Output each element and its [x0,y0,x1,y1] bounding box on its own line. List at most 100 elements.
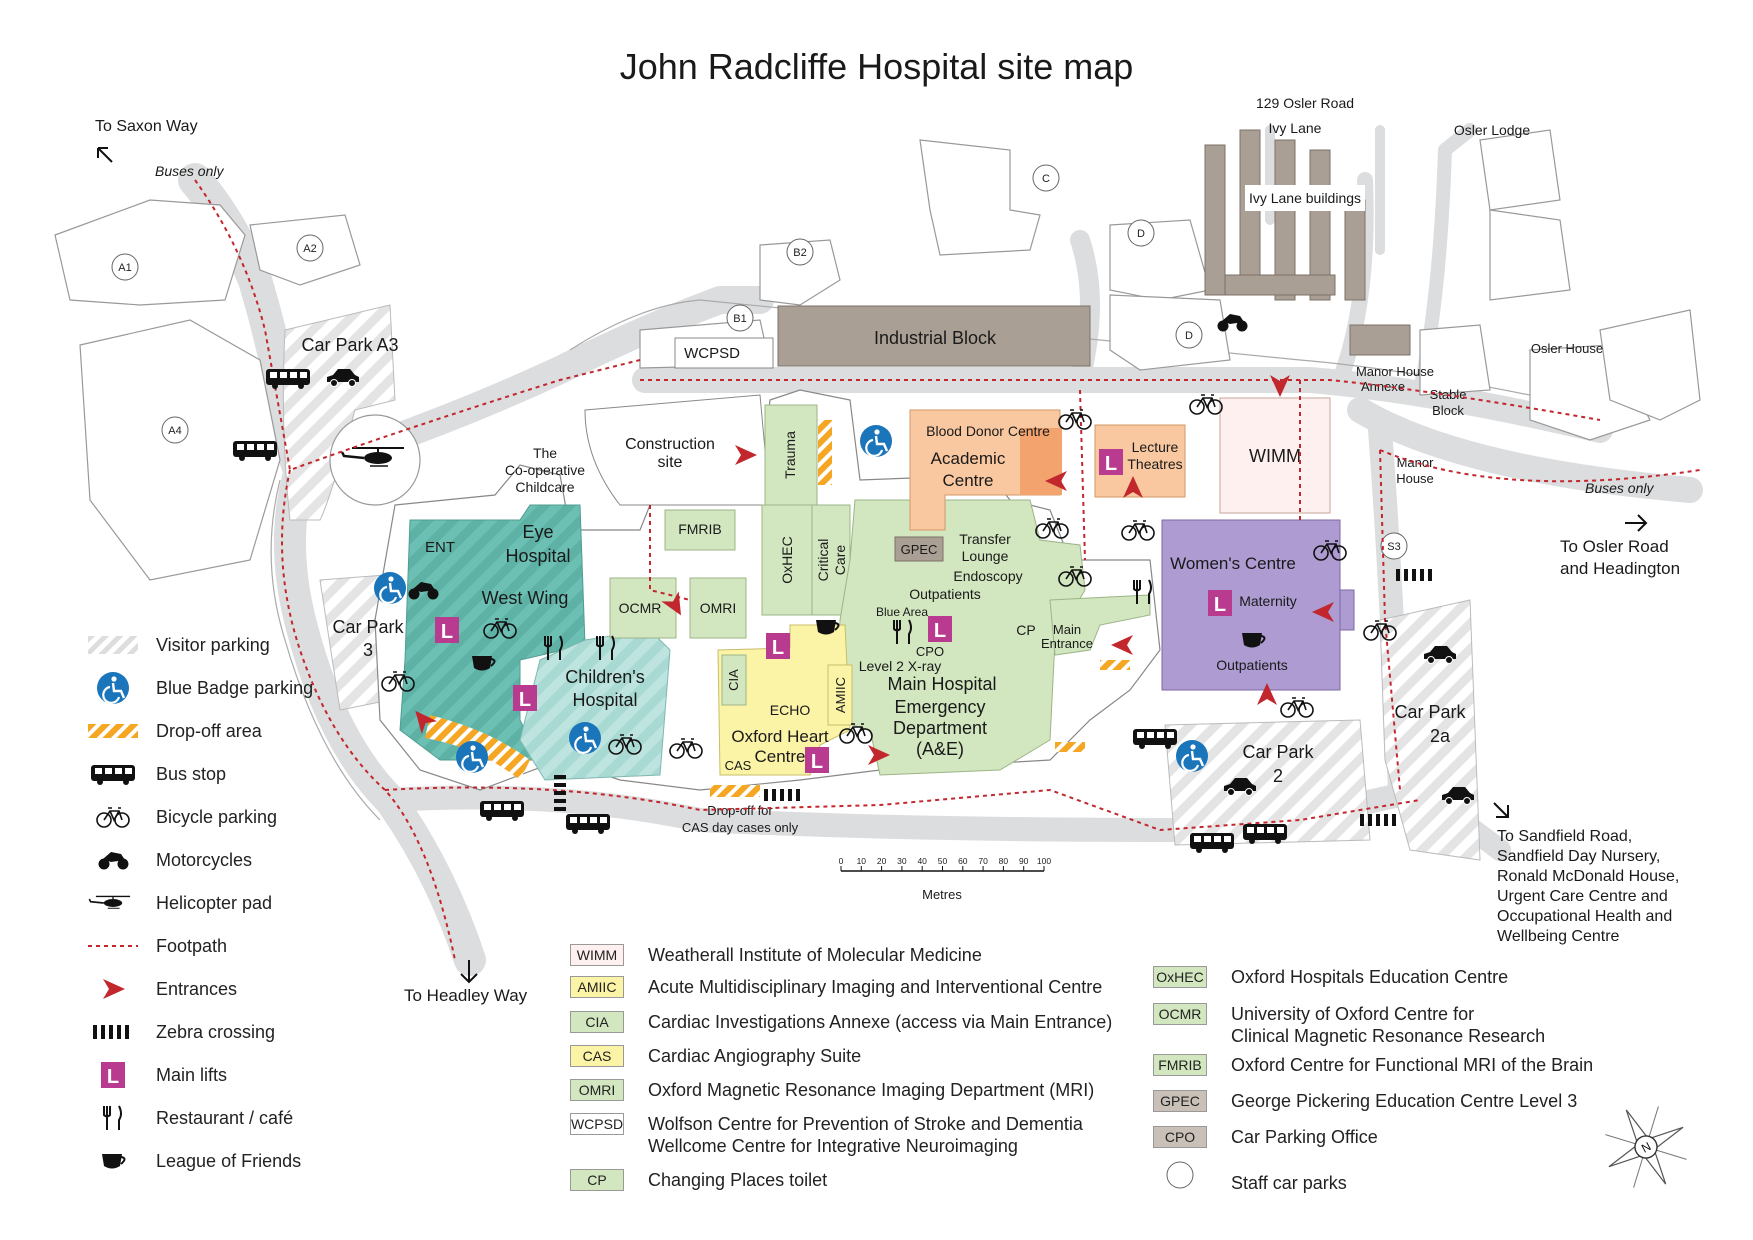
page-title: John Radcliffe Hospital site map [619,46,1134,87]
car-park-a3-label: Car Park A3 [301,335,398,355]
arrow-headley-icon [460,960,478,984]
abbreviation-description: Acute Multidisciplinary Imaging and Inte… [648,977,1103,997]
wimm-building [1219,397,1331,514]
abbreviation-swatch: GPEC [1153,1090,1207,1112]
car-park-3-label-2: 3 [363,640,373,660]
bus-stop-icon [480,801,524,821]
cpo-label: CPO [916,644,944,659]
emergency-label-1: Emergency [894,697,985,717]
abbreviation-description: Oxford Centre for Functional MRI of the … [1231,1055,1594,1075]
west-wing-label: West Wing [482,588,569,608]
abbreviation-swatch: OxHEC [1153,966,1207,988]
transfer-label-2: Lounge [962,548,1009,564]
lift-icon [766,633,790,659]
direction-osler-2: and Headington [1560,559,1680,578]
main-entrance-label-1: Main [1053,622,1081,637]
scale-tick-label: 60 [958,856,968,866]
abbreviation-description: Oxford Hospitals Education Centre [1231,967,1509,987]
staff-park-a4: A4 [168,425,181,437]
scale-tick-label: 20 [877,856,887,866]
stable-label-2: Block [1432,403,1464,418]
legend-label: Bus stop [156,763,227,784]
helicopter-icon [88,888,138,918]
lift-icon [805,747,829,773]
car-park-2-label-1: Car Park [1242,742,1314,762]
zebra-crossing [764,789,800,801]
outer-buildings [54,129,1701,581]
bicycle-icon [1280,697,1314,718]
amiic-building [827,664,853,726]
blue-badge-icon [372,570,408,606]
construction-site [584,394,771,506]
construction-label-1: Construction [625,436,715,453]
staff-park-d1: D [1137,228,1145,240]
staff-park-a2: A2 [303,243,316,255]
staff-park-b1: B1 [733,313,746,325]
blue-badge-icon [1174,738,1210,774]
legend-label: League of Friends [156,1150,302,1171]
ivy-lane-buildings [1204,129,1411,356]
fmrib-label: FMRIB [678,521,722,537]
legend-label: Zebra crossing [156,1021,276,1042]
footpath-icon [88,931,138,961]
womens-label: Women's Centre [1170,554,1296,573]
legend-item: League of Friends [88,1146,301,1176]
direction-saxon: To Saxon Way [95,118,198,135]
lift-icon [928,616,952,642]
lift-icon [1099,449,1123,475]
transfer-label-1: Transfer [959,531,1011,547]
scale-tick-label: 80 [999,856,1009,866]
omri-building [689,577,747,639]
abbreviation-swatch: CAS [570,1045,624,1067]
critical-label-2: Care [832,545,848,576]
cup-icon [88,1146,138,1176]
abbreviation-row: CPO Car Parking Office [1153,1126,1378,1148]
abbreviation-description: Cardiac Investigations Annexe (access vi… [648,1012,1113,1032]
abbreviation-swatch: CIA [570,1011,624,1033]
wcpsd-label: WCPSD [684,345,740,362]
oxford-heart-label-1: Oxford Heart [731,727,829,746]
abbreviation-swatch [1153,1161,1207,1189]
abbreviation-swatch: CPO [1153,1126,1207,1148]
svg-text:Sandfield Day Nursery,: Sandfield Day Nursery, [1497,848,1660,865]
academic-label-1: Academic [931,449,1006,468]
cia-label: CIA [726,669,741,691]
abbreviation-description: Car Parking Office [1231,1127,1378,1147]
legend-label: Bicycle parking [156,806,278,827]
lecture-label-2: Theatres [1127,456,1182,472]
oxhec-label: OxHEC [779,536,795,583]
lecture-label-1: Lecture [1132,439,1179,455]
zebra-icon [88,1017,138,1047]
osler-129-label: 129 Osler Road [1256,95,1354,111]
abbreviation-swatch: CP [570,1169,624,1191]
compass-icon: N [1605,1106,1687,1188]
coop-label-1: The [533,445,557,461]
blue-badge-icon [567,720,603,756]
womens-centre [1161,519,1341,691]
ivy-lane-label: Ivy Lane [1269,120,1322,136]
legend-item: Footpath [88,931,227,961]
bicycle-icon [1121,520,1155,541]
dropoff-area-4 [1100,660,1130,670]
manor-annexe-label-1: Manor House [1356,364,1434,379]
blood-donor-label: Blood Donor Centre [926,423,1050,439]
legend-item: Zebra crossing [88,1017,275,1047]
gpec-building [894,536,944,562]
omri-label: OMRI [700,600,737,616]
dropoff-cas-label-2: CAS day cases only [682,820,799,835]
visitor-parking-icon [88,630,138,660]
direction-sandfield: To Sandfield Road, Sandfield Day Nursery… [1497,828,1679,945]
childrens-label-1: Children's [565,667,644,687]
entrance-arrow-icon [88,974,138,1004]
legend-label: Visitor parking [156,634,270,655]
abbreviation-swatch: WIMM [570,944,624,966]
svg-text:Occupational Health and: Occupational Health and [1497,908,1672,925]
main-hospital-label: Main Hospital [887,674,996,694]
legend-item: Visitor parking [88,630,270,660]
legend-label: Restaurant / café [156,1107,294,1128]
